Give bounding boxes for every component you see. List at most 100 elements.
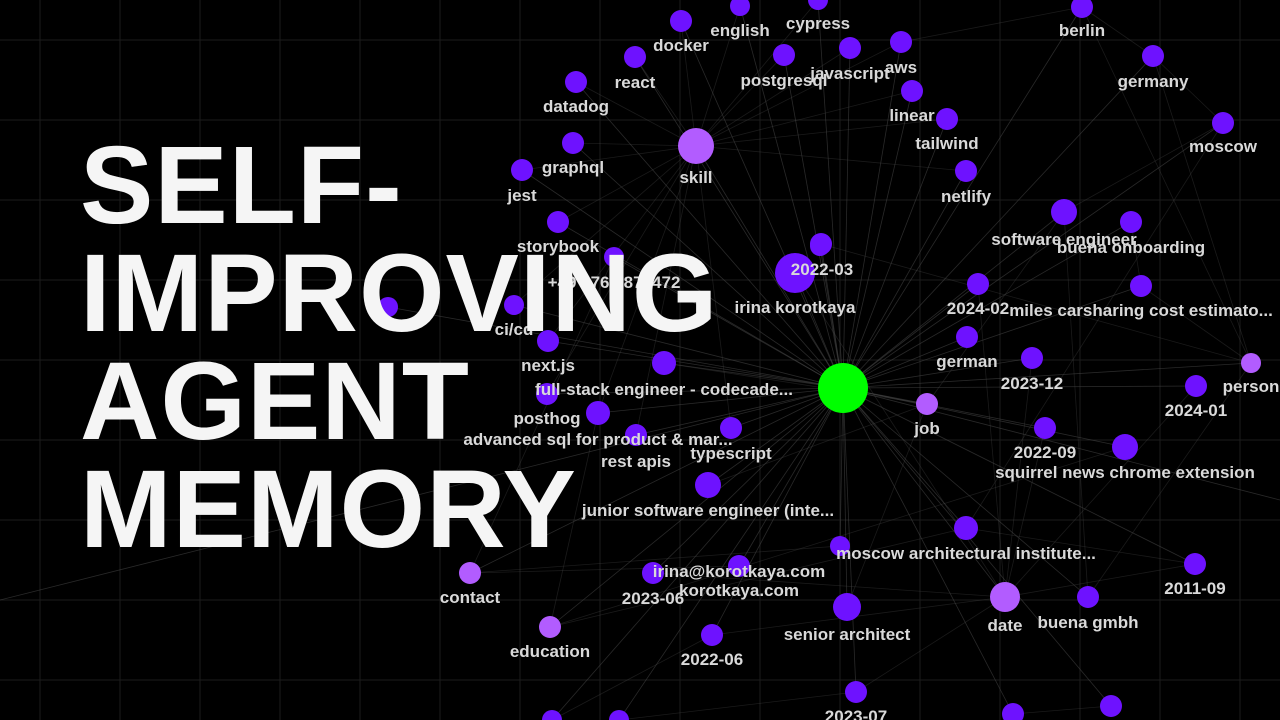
graph-node-u4[interactable]: [1100, 695, 1122, 717]
graph-node-storybook[interactable]: [547, 211, 569, 233]
graph-edge: [846, 403, 928, 608]
graph-node-moscow[interactable]: [1212, 112, 1234, 134]
graph-node-nextjs[interactable]: [537, 330, 559, 352]
graph-node-linear[interactable]: [901, 80, 923, 102]
graph-node-typescript[interactable]: [720, 417, 742, 439]
graph-edge: [842, 387, 857, 693]
graph-node-contact[interactable]: [459, 562, 481, 584]
node-label-docker: docker: [653, 36, 709, 55]
graph-node-ci-cd[interactable]: [504, 295, 524, 315]
graph-node-2011-09[interactable]: [1184, 553, 1206, 575]
graph-edge: [546, 145, 697, 395]
graph-edge: [618, 691, 857, 720]
graph-node-2024-02[interactable]: [967, 273, 989, 295]
graph-edge: [695, 90, 913, 147]
graph-node-person[interactable]: [1241, 353, 1261, 373]
graph-node-english[interactable]: [730, 0, 750, 16]
graph-edge: [695, 0, 819, 147]
graph-node-domain[interactable]: [830, 536, 850, 556]
graph-node-posthog[interactable]: [536, 383, 558, 405]
graph-edge: [842, 387, 1014, 715]
node-label-rest-apis: rest apis: [601, 452, 671, 471]
graph-node-netlify[interactable]: [955, 160, 977, 182]
graph-node-2023-12[interactable]: [1021, 347, 1043, 369]
graph-edge: [1152, 55, 1252, 364]
graph-node-job[interactable]: [916, 393, 938, 415]
graph-node-rest-apis[interactable]: [625, 424, 647, 446]
graph-node-graphql[interactable]: [562, 132, 584, 154]
graph-node-docker[interactable]: [670, 10, 692, 32]
graph-node-tailwind[interactable]: [936, 108, 958, 130]
graph-edge: [663, 362, 844, 389]
node-label-german: german: [936, 352, 997, 371]
graph-node-junior[interactable]: [695, 472, 721, 498]
graph-node-react[interactable]: [624, 46, 646, 68]
graph-edge: [613, 256, 844, 389]
graph-edge: [513, 304, 844, 389]
graph-node-aws[interactable]: [890, 31, 912, 53]
graph-edge: [695, 47, 851, 147]
graph-node-berlin[interactable]: [1071, 0, 1093, 18]
graph-edge: [842, 387, 848, 608]
graph-edge: [977, 283, 1006, 598]
node-label-skill: skill: [679, 168, 712, 187]
node-label-javascript: javascript: [809, 64, 890, 83]
graph-edge: [842, 387, 1112, 707]
graph-edge: [1087, 362, 1252, 598]
graph-node-cypress[interactable]: [808, 0, 828, 10]
graph-node-2023-07[interactable]: [845, 681, 867, 703]
node-label-phone: +49 176 3874472: [548, 273, 681, 292]
graph-node-email[interactable]: [728, 555, 750, 577]
graph-node-buena-gmbh[interactable]: [1077, 586, 1099, 608]
graph-edge: [842, 90, 913, 389]
graph-node-phone[interactable]: [604, 247, 624, 267]
graph-node-squirrel[interactable]: [1112, 434, 1138, 460]
graph-node-senior-architect[interactable]: [833, 593, 861, 621]
graph-node-2022-06[interactable]: [701, 624, 723, 646]
graph-node-u6[interactable]: [810, 236, 830, 256]
graph-edge: [551, 387, 844, 720]
graph-edge: [842, 283, 979, 389]
graph-node-buena-onboarding[interactable]: [1120, 211, 1142, 233]
graph-node-date[interactable]: [990, 582, 1020, 612]
graph-node-full-stack[interactable]: [652, 351, 676, 375]
node-label-datadog: datadog: [543, 97, 609, 116]
graph-node-2022-03[interactable]: [775, 253, 815, 293]
graph-node-maki[interactable]: [954, 516, 978, 540]
node-label-domain: korotkaya.com: [679, 581, 799, 600]
graph-node-software-engineer[interactable]: [1051, 199, 1077, 225]
graph-node-u5[interactable]: [542, 710, 562, 720]
node-label-full-stack: full-stack engineer - codecade...: [535, 380, 793, 399]
graph-node-u2[interactable]: [609, 710, 629, 720]
graph-edge: [469, 256, 615, 574]
graph-edge: [1081, 6, 1252, 364]
graph-node-postgresql[interactable]: [773, 44, 795, 66]
graph-edge: [521, 169, 844, 389]
node-label-typescript: typescript: [690, 444, 772, 463]
center-node[interactable]: [818, 363, 868, 413]
graph-edge: [575, 81, 844, 389]
graph-edge: [1012, 705, 1112, 715]
graph-node-german[interactable]: [956, 326, 978, 348]
graph-edge: [1004, 563, 1196, 598]
graph-node-2022-09[interactable]: [1034, 417, 1056, 439]
graph-edge: [695, 54, 785, 147]
graph-node-education[interactable]: [539, 616, 561, 638]
graph-edge: [469, 565, 740, 574]
node-label-linear: linear: [889, 106, 935, 125]
graph-node-skill[interactable]: [678, 128, 714, 164]
graph-node-miles[interactable]: [1130, 275, 1152, 297]
graph-node-u1[interactable]: [378, 297, 398, 317]
graph-node-u3[interactable]: [1002, 703, 1024, 720]
graph-node-advanced-sql[interactable]: [586, 401, 610, 425]
graph-node-datadog[interactable]: [565, 71, 587, 93]
graph-node-jest[interactable]: [511, 159, 533, 181]
graph-node-2023-06[interactable]: [642, 562, 664, 584]
graph-edge: [521, 145, 697, 171]
graph-node-javascript[interactable]: [839, 37, 861, 59]
graph-edge: [597, 145, 697, 414]
graph-node-germany[interactable]: [1142, 45, 1164, 67]
node-label-advanced-sql: advanced sql for product & mar...: [463, 430, 732, 449]
graph-node-2024-01[interactable]: [1185, 375, 1207, 397]
